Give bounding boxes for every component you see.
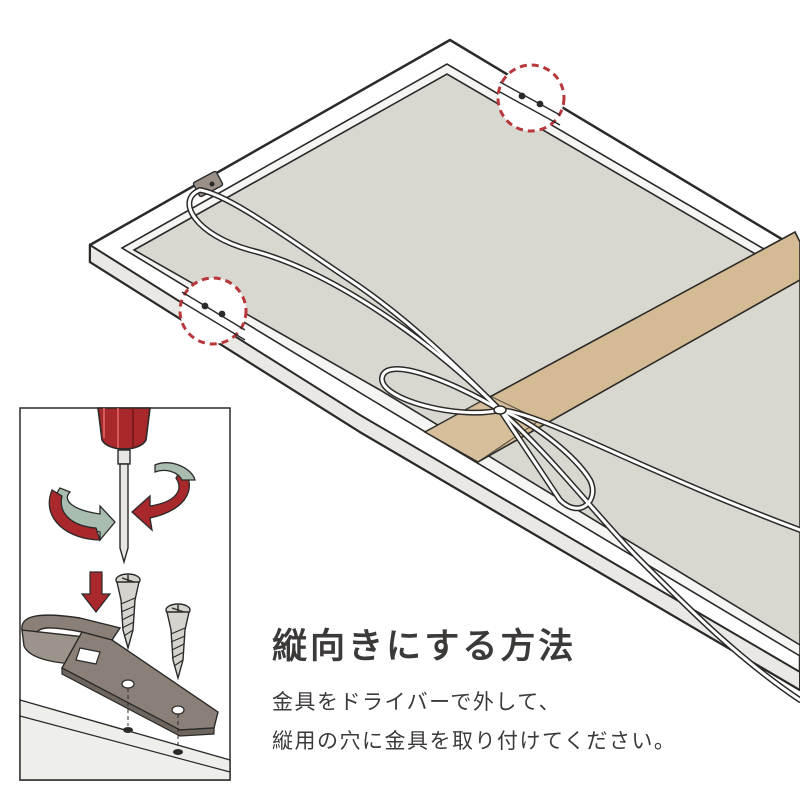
picture-frame-back	[88, 38, 800, 703]
down-arrow-icon	[80, 571, 112, 613]
bracket-inset-panel	[19, 407, 231, 781]
instruction-text: 金具をドライバーで外して、 縦用の穴に金具を取り付けてください。	[272, 683, 676, 761]
screw-icon	[165, 603, 191, 681]
page-title: 縦向きにする方法	[272, 627, 577, 667]
backboard	[132, 73, 800, 646]
screw-icon	[115, 573, 141, 651]
hanger-bracket-icon	[21, 614, 219, 755]
rotate-arrow-icon	[48, 462, 196, 542]
instruction-line-2: 縦用の穴に金具を取り付けてください。	[272, 729, 677, 753]
instruction-line-1: 金具をドライバーで外して、	[272, 690, 562, 714]
mounting-holes-left	[178, 276, 248, 346]
cord-knot	[493, 405, 507, 415]
inset-frame-piece	[19, 699, 231, 781]
screwdriver-icon	[97, 407, 151, 565]
small-bracket-hole	[209, 181, 215, 187]
frame-edge	[89, 243, 800, 692]
mounting-holes-top	[496, 63, 566, 133]
